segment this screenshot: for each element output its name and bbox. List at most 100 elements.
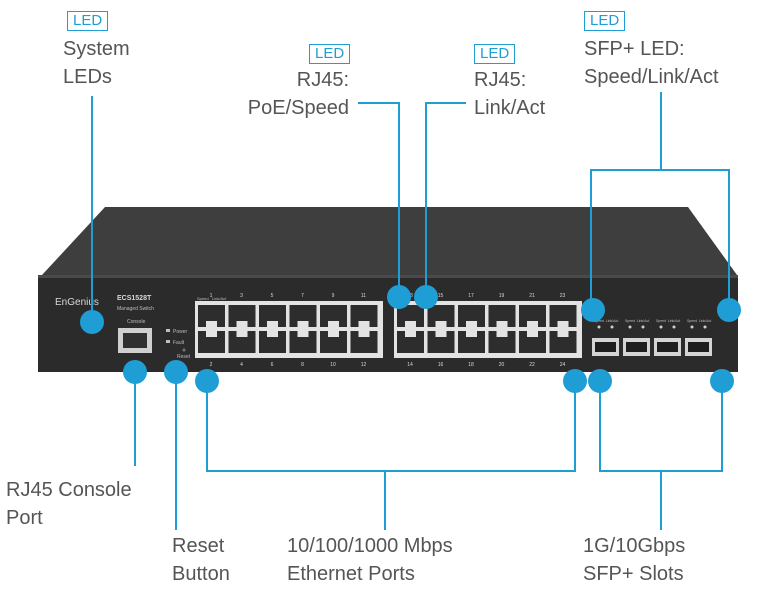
chassis-front (38, 275, 738, 372)
dot-sfp-led-left (581, 298, 605, 322)
rj45-port[interactable] (289, 331, 317, 353)
rj45-port[interactable] (549, 331, 577, 353)
fault-led-label: Fault (173, 340, 185, 346)
rj45-port[interactable] (198, 331, 225, 353)
console-text: Console (127, 319, 146, 325)
sfp-led-label: Speed (625, 319, 635, 323)
dot-sfp-right (710, 369, 734, 393)
rj45-port[interactable] (259, 331, 286, 353)
port-number-bottom: 20 (499, 362, 505, 368)
rj45-port[interactable] (259, 305, 286, 327)
callout-dots (80, 285, 741, 393)
port-number-bottom: 6 (271, 362, 274, 368)
rj45-port[interactable] (397, 331, 424, 353)
port-number-bottom: 22 (529, 362, 535, 368)
port-number-top: 19 (499, 293, 505, 299)
rj45-port[interactable] (350, 331, 378, 353)
speed-text: Speed (197, 296, 209, 301)
led-badge-rj45-poe: LED (309, 44, 351, 64)
sfp-led (703, 325, 707, 329)
dot-rj45-poe (387, 285, 411, 309)
port-number-top: 1 (210, 293, 213, 299)
callout-rj45-link-act: RJ45:Link/Act (474, 69, 546, 119)
ethernet-ports (198, 305, 577, 353)
rj45-port[interactable] (519, 331, 546, 353)
sfp-led-label: Link/Act (668, 319, 680, 323)
rj45-port[interactable] (320, 305, 347, 327)
rj45-port[interactable] (488, 331, 516, 353)
rj45-port[interactable] (228, 331, 256, 353)
dot-eth-left (195, 369, 219, 393)
rj45-port[interactable] (488, 305, 516, 327)
rj45-port[interactable] (397, 305, 424, 327)
port-number-top: 23 (560, 293, 566, 299)
callout-rj45-poe-speed: RJ45:PoE/Speed (247, 69, 349, 119)
port-number-bottom: 2 (210, 362, 213, 368)
brand-logo: EnGenius (55, 297, 99, 308)
port-number-bottom: 8 (301, 362, 304, 368)
sfp-led (610, 325, 614, 329)
rj45-port[interactable] (427, 305, 455, 327)
dot-rj45-link (414, 285, 438, 309)
dot-console (123, 360, 147, 384)
reset-hole[interactable] (182, 348, 186, 352)
rj45-port[interactable] (549, 305, 577, 327)
port-number-top: 21 (529, 293, 535, 299)
power-led (166, 329, 170, 332)
sfp-led (690, 325, 694, 329)
port-number-bottom: 4 (240, 362, 243, 368)
rj45-port[interactable] (458, 331, 485, 353)
model-name: ECS1528T (117, 295, 152, 302)
rj45-port[interactable] (289, 305, 317, 327)
port-number-bottom: 14 (407, 362, 413, 368)
dot-sfp-left (588, 369, 612, 393)
sfp-led-label: Link/Act (699, 319, 711, 323)
led-badge-rj45-link: LED (474, 44, 516, 64)
rj45-port[interactable] (350, 305, 378, 327)
dot-reset (164, 360, 188, 384)
port-number-top: 7 (301, 293, 304, 299)
dot-system-leds (80, 310, 104, 334)
model-subtitle: Managed Switch (117, 306, 154, 312)
rj45-port[interactable] (519, 305, 546, 327)
port-number-bottom: 16 (438, 362, 444, 368)
sfp-led-label: Speed (656, 319, 666, 323)
port-number-top: 5 (271, 293, 274, 299)
sfp-led (672, 325, 676, 329)
chassis-top (42, 207, 737, 275)
callout-sfp-led: SFP+ LED:Speed/Link/Act (584, 38, 719, 88)
dot-sfp-led-right (717, 298, 741, 322)
sfp-led-label: Link/Act (606, 319, 618, 323)
rj45-port[interactable] (228, 305, 256, 327)
reset-text: Reset (177, 354, 191, 360)
power-led-label: Power (173, 329, 188, 335)
linkact-text: Link/Act (212, 296, 227, 301)
port-number-top: 15 (438, 293, 444, 299)
rj45-port[interactable] (320, 331, 347, 353)
sfp-led-label: Speed (687, 319, 697, 323)
led-badge-sfp: LED (584, 11, 626, 31)
port-number-top: 9 (332, 293, 335, 299)
rj45-port[interactable] (198, 305, 225, 327)
rj45-port[interactable] (458, 305, 485, 327)
port-number-bottom: 24 (560, 362, 566, 368)
leader-lines (91, 92, 730, 530)
port-number-bottom: 10 (330, 362, 336, 368)
rj45-port[interactable] (427, 331, 455, 353)
port-number-top: 11 (361, 293, 366, 299)
port-number-bottom: 18 (468, 362, 474, 368)
sfp-led-label: Link/Act (637, 319, 649, 323)
sfp-led (628, 325, 632, 329)
port-number-top: 3 (240, 293, 243, 299)
port-number-bottom: 12 (361, 362, 367, 368)
sfp-led-label: Speed (594, 319, 604, 323)
sfp-led (641, 325, 645, 329)
sfp-led (597, 325, 601, 329)
